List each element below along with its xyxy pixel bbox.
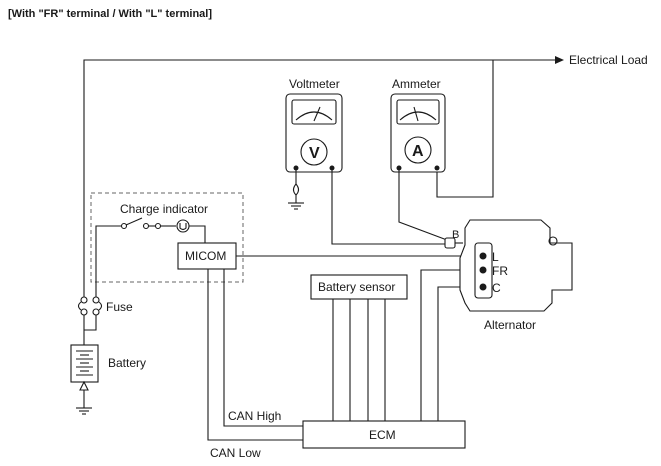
- fuse-icon: [77, 296, 103, 345]
- micom-label: MICOM: [185, 249, 226, 263]
- charge-indicator-group: [90, 192, 244, 283]
- electrical-load-line: [83, 56, 564, 297]
- ammeter: [390, 93, 446, 173]
- ammeter-load-wire: [436, 60, 494, 198]
- voltmeter-symbol: V: [309, 145, 320, 162]
- charge-indicator-label: Charge indicator: [120, 202, 208, 216]
- ecm-box: [302, 420, 466, 449]
- battery-label: Battery: [108, 356, 146, 370]
- terminal-fr-label: FR: [492, 264, 508, 278]
- battery-sensor-wires: [332, 299, 386, 421]
- can-high-label: CAN High: [228, 409, 281, 423]
- terminal-c-label: C: [492, 281, 501, 295]
- voltmeter-ground: [288, 168, 304, 210]
- micom-box: [177, 242, 237, 270]
- ecm-label: ECM: [369, 428, 396, 442]
- terminal-l-label: L: [492, 250, 499, 264]
- ammeter-symbol: A: [412, 143, 424, 160]
- fr-wire: [420, 269, 476, 421]
- can-high-wire: [223, 269, 303, 427]
- voltmeter-label: Voltmeter: [289, 77, 340, 91]
- fuse-label: Fuse: [106, 300, 133, 314]
- charge-lamp-icon: [176, 219, 190, 233]
- lamp-micom-wire: [189, 225, 206, 243]
- battery-sensor-label: Battery sensor: [318, 280, 395, 294]
- diagram-title: [With "FR" terminal / With "L" terminal]: [8, 8, 212, 20]
- battery-sensor-box: [310, 274, 408, 300]
- can-low-wire: [207, 269, 303, 441]
- voltmeter-b-wire: [331, 168, 447, 245]
- electrical-load-label: Electrical Load: [569, 53, 648, 67]
- battery-icon: [70, 344, 99, 415]
- ammeter-label: Ammeter: [392, 77, 441, 91]
- alternator-label: Alternator: [484, 318, 536, 332]
- ammeter-b-wire: [398, 168, 448, 241]
- alternator: [444, 219, 573, 312]
- terminal-b-label: B: [452, 229, 459, 241]
- can-low-label: CAN Low: [210, 446, 261, 460]
- charge-indicator-switch: [95, 217, 176, 297]
